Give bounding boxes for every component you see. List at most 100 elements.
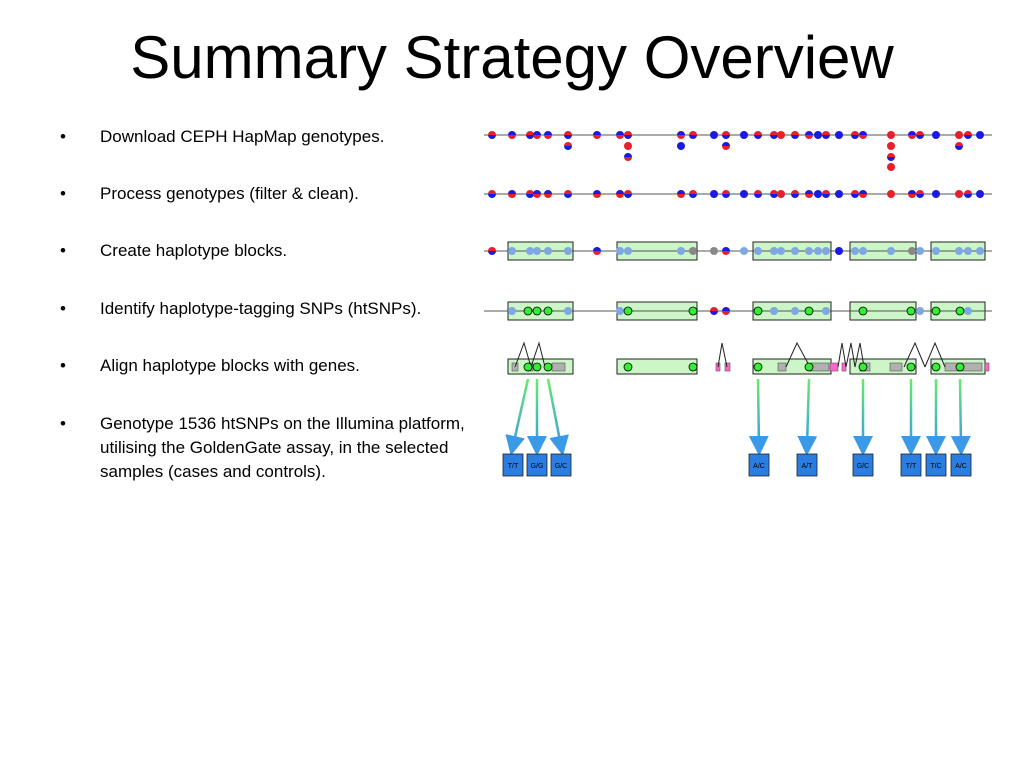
snp-marker bbox=[822, 247, 830, 255]
snp-marker bbox=[955, 131, 963, 139]
snp-dot bbox=[740, 190, 748, 198]
snp-marker bbox=[814, 190, 822, 198]
snp-dot bbox=[955, 247, 963, 255]
snp-dot bbox=[805, 247, 813, 255]
htsnp-marker bbox=[955, 306, 965, 316]
snp-marker bbox=[689, 247, 697, 255]
snp-half bbox=[533, 190, 541, 194]
bullet-process: •Process genotypes (filter & clean). bbox=[60, 182, 490, 206]
snp-dot bbox=[526, 247, 534, 255]
genotype-chip bbox=[852, 453, 874, 477]
snp-marker bbox=[822, 190, 830, 198]
snp-half bbox=[964, 131, 972, 135]
snp-dot bbox=[822, 307, 830, 315]
snp-dot bbox=[835, 247, 843, 255]
snp-marker bbox=[508, 307, 516, 315]
snp-half bbox=[593, 251, 601, 255]
snp-half bbox=[488, 251, 496, 255]
snp-marker bbox=[564, 247, 572, 255]
htsnp-marker bbox=[753, 306, 763, 316]
snp-dot bbox=[964, 247, 972, 255]
snp-marker bbox=[564, 190, 572, 198]
snp-half bbox=[508, 131, 516, 135]
bullet-marker: • bbox=[60, 127, 66, 146]
snp-marker bbox=[488, 190, 496, 198]
snp-half bbox=[616, 194, 624, 198]
snp-dot bbox=[508, 247, 516, 255]
snp-half bbox=[859, 190, 867, 194]
genotype-chip bbox=[526, 453, 548, 477]
bullet-text: Genotype 1536 htSNPs on the Illumina pla… bbox=[100, 414, 465, 481]
snp-marker bbox=[814, 247, 822, 255]
snp-half bbox=[564, 142, 572, 146]
snp-half bbox=[526, 131, 534, 135]
snp-marker bbox=[851, 131, 859, 139]
snp-marker bbox=[932, 190, 940, 198]
genotype-arrow bbox=[505, 378, 530, 456]
snp-marker bbox=[770, 131, 778, 139]
snp-marker bbox=[908, 131, 916, 139]
snp-marker bbox=[908, 247, 916, 255]
snp-half bbox=[616, 135, 624, 139]
bullet-text: Align haplotype blocks with genes. bbox=[100, 356, 360, 375]
snp-marker bbox=[564, 131, 572, 139]
snp-marker bbox=[791, 247, 799, 255]
intron-chevron bbox=[530, 341, 546, 368]
snp-marker bbox=[533, 190, 541, 198]
genotype-call-label: G/C bbox=[555, 463, 567, 470]
snp-marker bbox=[859, 247, 867, 255]
snp-dot bbox=[976, 131, 984, 139]
snp-half bbox=[964, 194, 972, 198]
snp-dot bbox=[544, 247, 552, 255]
snp-half bbox=[544, 131, 552, 135]
snp-half bbox=[689, 135, 697, 139]
snp-dot bbox=[624, 247, 632, 255]
snp-dot bbox=[916, 247, 924, 255]
snp-marker bbox=[964, 307, 972, 315]
snp-half bbox=[624, 135, 632, 139]
bullet-text: Process genotypes (filter & clean). bbox=[100, 184, 359, 203]
gene-exon bbox=[889, 362, 903, 372]
snp-dot bbox=[814, 131, 822, 139]
snp-dot bbox=[770, 247, 778, 255]
snp-half bbox=[822, 131, 830, 135]
snp-marker bbox=[964, 131, 972, 139]
snp-marker bbox=[526, 190, 534, 198]
snp-marker bbox=[710, 190, 718, 198]
snp-dot bbox=[887, 163, 895, 171]
snp-marker bbox=[544, 131, 552, 139]
gene-exon-pink bbox=[829, 362, 839, 372]
htsnp-marker bbox=[523, 362, 533, 372]
genotype-chip bbox=[900, 453, 922, 477]
snp-half bbox=[754, 131, 762, 135]
gene-exon-pink bbox=[984, 362, 990, 372]
snp-dot bbox=[770, 307, 778, 315]
snp-half bbox=[710, 307, 718, 311]
snp-half bbox=[544, 135, 552, 139]
snp-half bbox=[689, 194, 697, 198]
snp-marker bbox=[754, 247, 762, 255]
row-cleaned-genotypes bbox=[484, 190, 992, 198]
snp-dot bbox=[624, 142, 632, 150]
snp-half bbox=[955, 142, 963, 146]
snp-half bbox=[851, 135, 859, 139]
snp-half bbox=[859, 135, 867, 139]
snp-half bbox=[508, 135, 516, 139]
snp-marker bbox=[722, 247, 730, 255]
snp-half bbox=[722, 135, 730, 139]
snp-marker bbox=[488, 247, 496, 255]
snp-marker bbox=[777, 190, 785, 198]
snp-marker bbox=[677, 247, 685, 255]
snp-half bbox=[624, 194, 632, 198]
snp-dot bbox=[887, 131, 895, 139]
snp-dot bbox=[887, 142, 895, 150]
htsnp-marker bbox=[543, 362, 553, 372]
genotype-call-label: G/G bbox=[531, 463, 544, 470]
snp-marker bbox=[616, 131, 624, 139]
snp-marker bbox=[835, 190, 843, 198]
snp-marker bbox=[805, 131, 813, 139]
snp-half bbox=[677, 135, 685, 139]
snp-half bbox=[859, 131, 867, 135]
snp-marker bbox=[754, 190, 762, 198]
